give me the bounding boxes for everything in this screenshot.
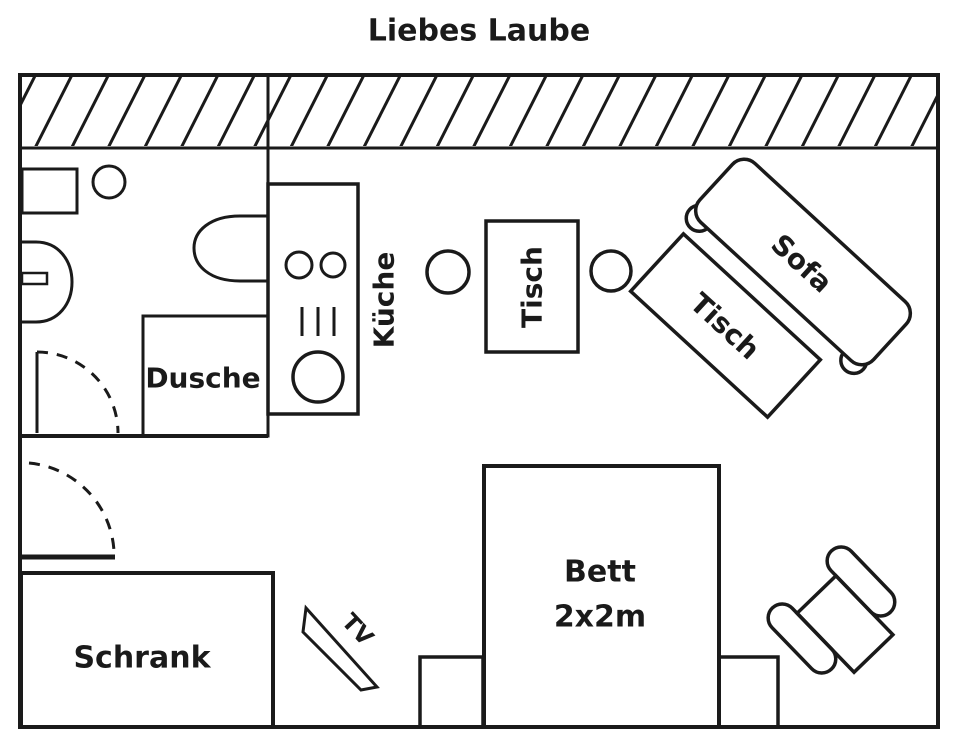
sofa-body xyxy=(693,157,913,367)
wardrobe xyxy=(19,571,275,729)
nightstand-right xyxy=(717,655,780,729)
armchair xyxy=(766,545,897,675)
bathroom-door-swing-arc xyxy=(36,350,120,434)
wardrobe-label: Schrank xyxy=(73,641,211,676)
kitchen-burner-right xyxy=(319,251,347,279)
nightstand-left xyxy=(418,655,485,729)
kitchen-label: Küche xyxy=(368,252,401,349)
table-large-top xyxy=(628,231,823,420)
stool-left xyxy=(425,249,471,295)
bathroom-counter xyxy=(20,167,79,215)
table-small-label: Tisch xyxy=(516,246,549,328)
wall-hatching-lines xyxy=(22,77,936,146)
bed-label: Bett xyxy=(564,555,636,590)
armchair-armrest-top xyxy=(825,545,897,618)
tv xyxy=(301,604,380,692)
toilet xyxy=(192,214,268,283)
bed-size-label: 2x2m xyxy=(554,600,646,635)
sofa: Sofa xyxy=(684,157,913,376)
kitchen-sink-basin xyxy=(291,350,345,404)
shower-label: Dusche xyxy=(145,362,260,395)
table-large: Tisch xyxy=(628,231,823,420)
stool-right xyxy=(589,249,633,293)
entrance-door-swing-arc xyxy=(28,461,116,552)
kitchen-burner-left xyxy=(284,250,314,280)
bathroom-sink xyxy=(91,164,127,200)
table-small xyxy=(484,219,580,354)
tv-label: TV xyxy=(336,609,378,651)
washbasin-tap xyxy=(20,271,49,286)
armchair-seat xyxy=(794,573,896,675)
plan-title: Liebes Laube xyxy=(368,14,590,49)
washbasin xyxy=(22,240,74,324)
bed xyxy=(482,464,721,729)
